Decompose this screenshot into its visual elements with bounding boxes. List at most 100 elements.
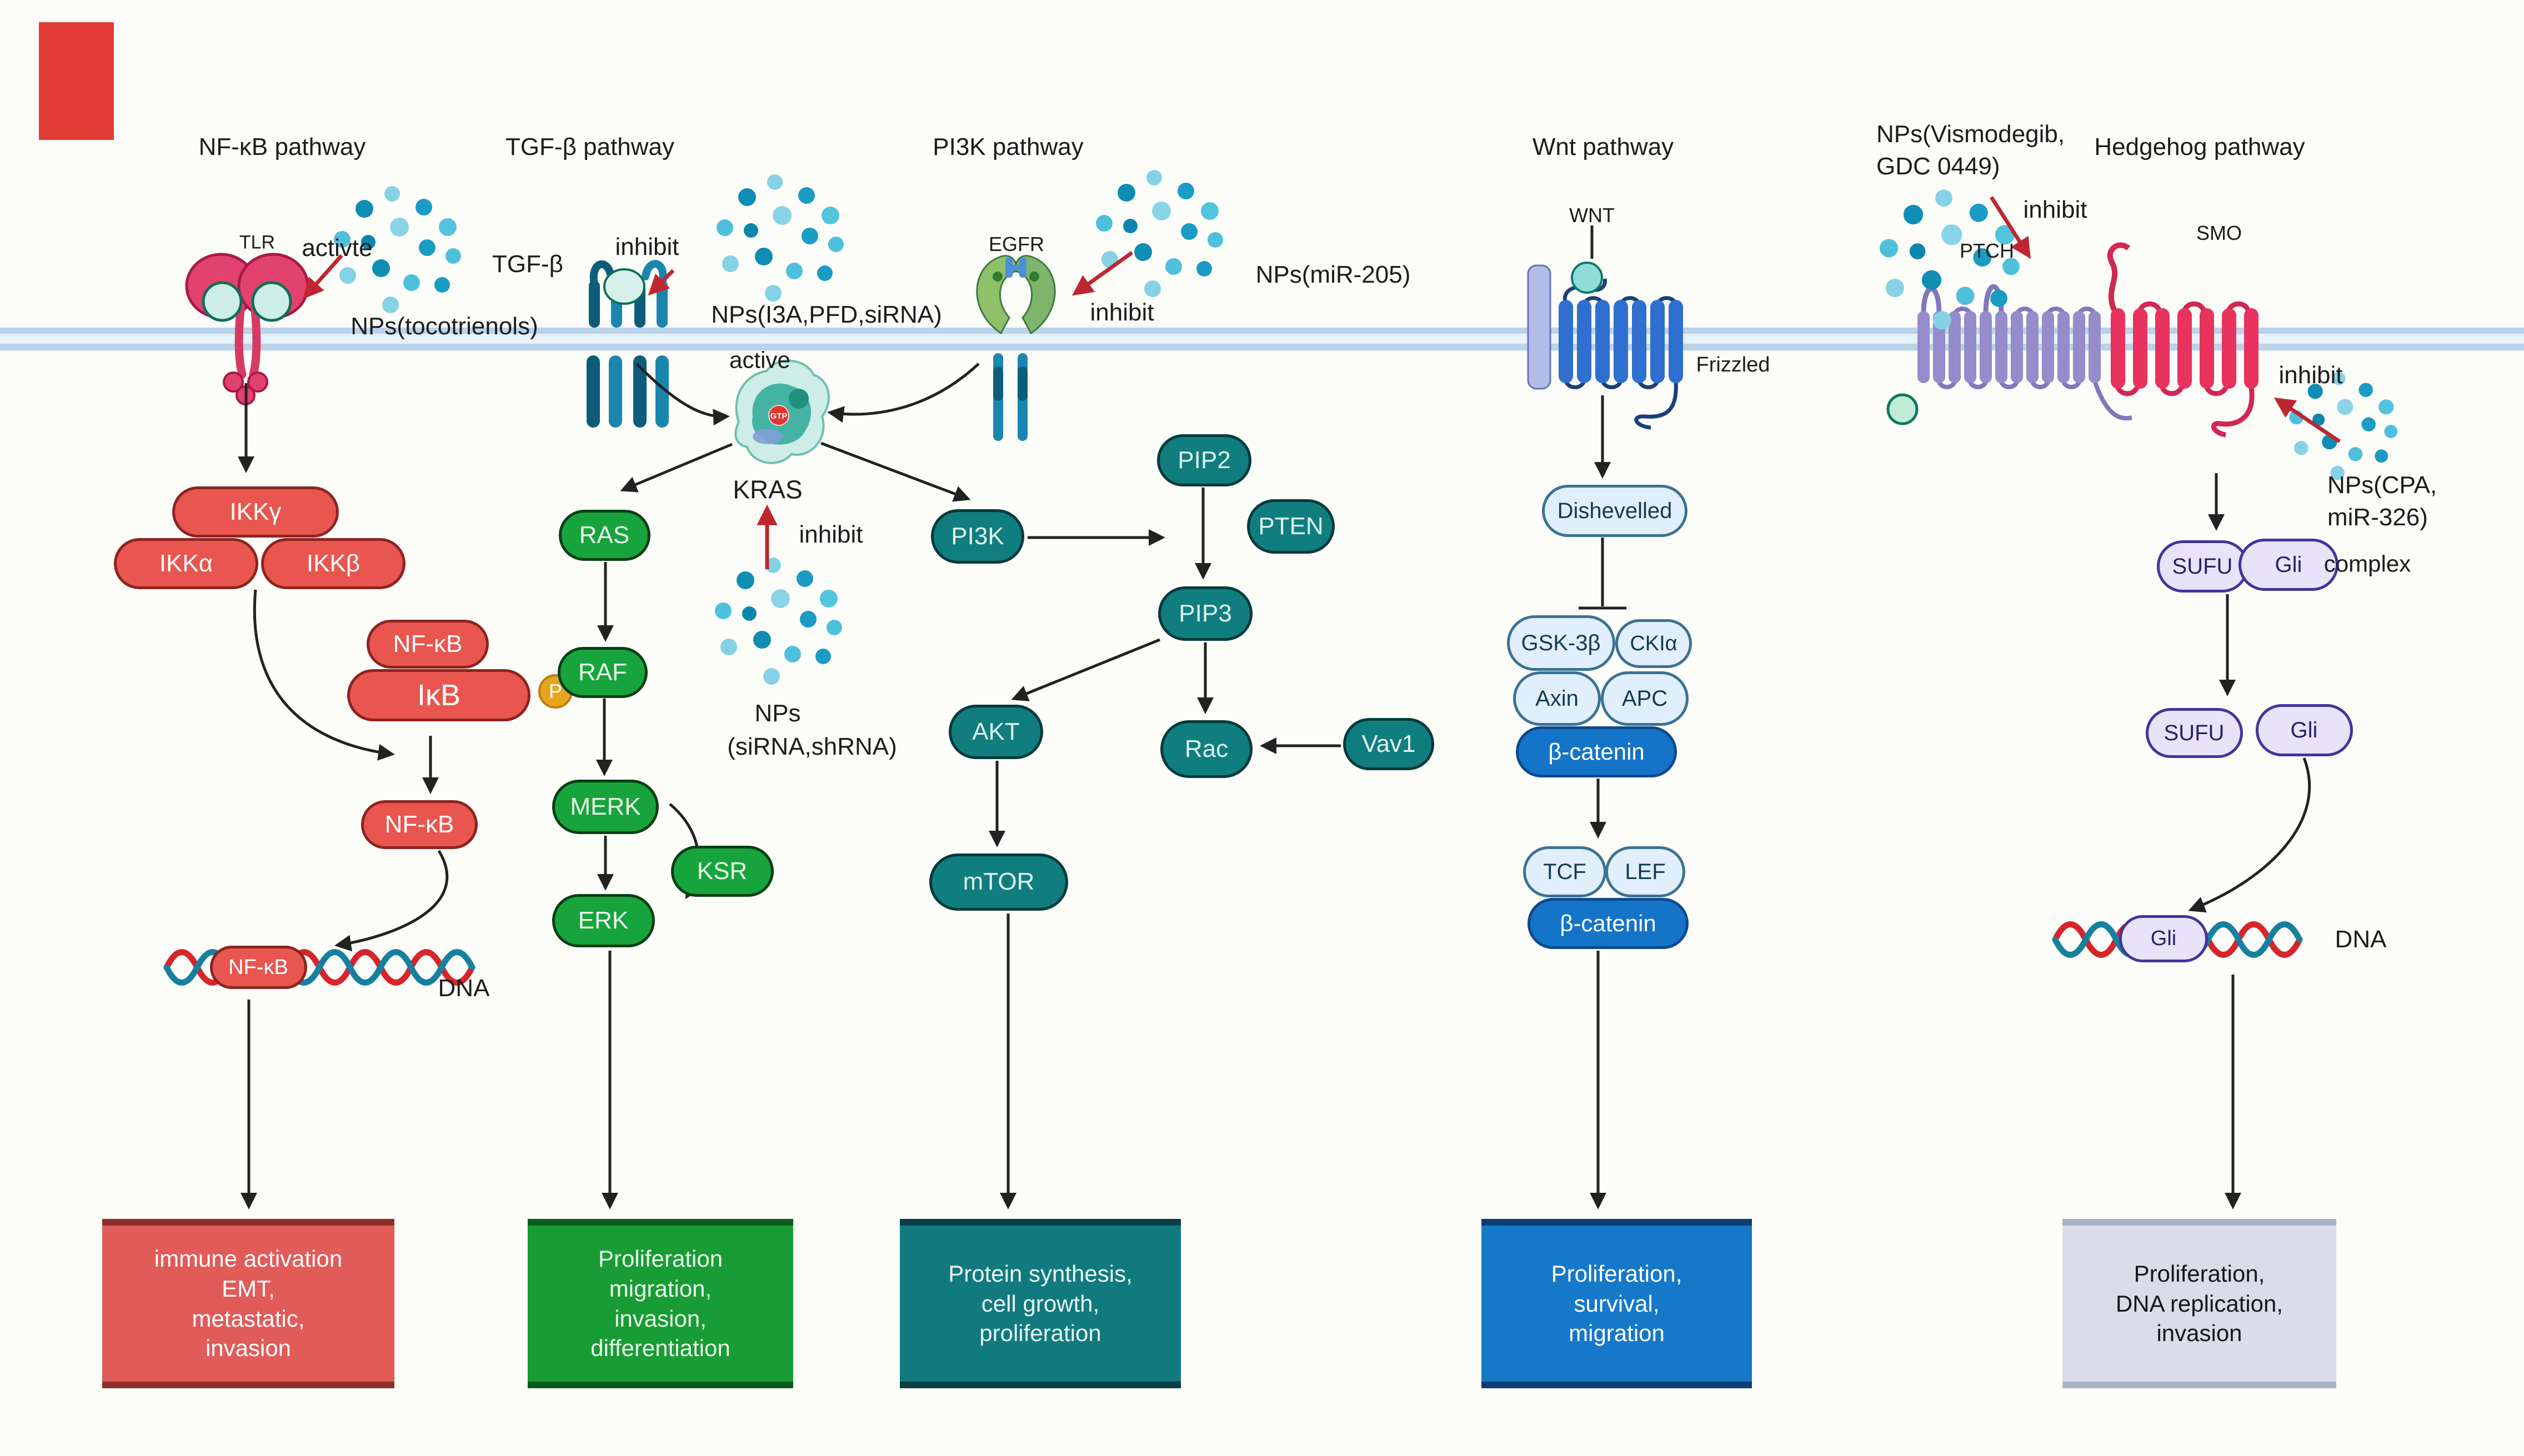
tgf-beta-receptor-icon: [587, 260, 669, 428]
inhibit-smo-red-arrow: [2273, 397, 2341, 443]
beta-catenin-node-1: β-catenin: [1516, 726, 1677, 777]
pathway-title-hedgehog: Hedgehog pathway: [2094, 133, 2305, 160]
np-cluster-mir205: [1096, 170, 1223, 297]
ras-node: RAS: [558, 510, 650, 561]
ikk-beta-node: IKKβ: [261, 538, 405, 589]
outcome-text-hedgehog: Proliferation, DNA replication, invasion: [2115, 1260, 2283, 1347]
nfkb-free-node: NF-κB: [361, 800, 478, 849]
pathway-title-pi3k: PI3K pathway: [933, 133, 1084, 160]
raf-node: RAF: [558, 647, 648, 698]
gli-to-dna-curve: [2188, 757, 2311, 913]
ikk-to-nfkb-curve: [253, 589, 395, 761]
nfkb-to-dna-curve: [334, 850, 449, 952]
apc-node: APC: [1601, 671, 1689, 726]
nps-mir205-label: NPs(miR-205): [1255, 260, 1411, 288]
axin-node: Axin: [1513, 671, 1601, 726]
sufu-free-node: SUFU: [2145, 708, 2243, 758]
smo-receptor-icon: [2107, 242, 2258, 438]
gsk3b-node: GSK-3β: [1506, 615, 1615, 671]
wnt-ligand-label: WNT: [1569, 204, 1615, 227]
pathway-title-wnt: Wnt pathway: [1532, 133, 1674, 160]
dishevelled-node: Dishevelled: [1542, 485, 1687, 537]
gli-free-node: Gli: [2255, 704, 2353, 756]
journal-logo-mark: [39, 22, 114, 140]
nps-cpa-mir326-label: NPs(CPA, miR-326): [2327, 471, 2437, 531]
pi3k-node: PI3K: [931, 509, 1024, 564]
akt-node: AKT: [949, 705, 1043, 759]
inhibit-egfr-label: inhibit: [1090, 298, 1154, 326]
np-cluster-tocotrienols: [334, 186, 461, 313]
frizzled-label: Frizzled: [1696, 353, 1770, 376]
pip3-to-akt: [1011, 638, 1160, 701]
pathway-title-nfkb: NF-κB pathway: [198, 133, 366, 160]
ckia-node: CKIα: [1615, 619, 1692, 668]
inhibit-smo-label: inhibit: [2278, 361, 2343, 389]
np-cluster-sirna-shrna: [715, 558, 842, 685]
outcome-text-nfkb: immune activation EMT, metastatic, invas…: [154, 1246, 343, 1362]
kras-protein-icon: [734, 359, 830, 464]
tgf-beta-ligand-label: TGF-β: [492, 250, 563, 278]
smo-label: SMO: [2196, 222, 2242, 245]
gtp-label: GTP: [770, 411, 788, 421]
pten-node: PTEN: [1247, 499, 1335, 554]
tlr-label: TLR: [239, 232, 276, 253]
nfkb-complex-node: NF-κB: [367, 620, 489, 669]
ptch-receptor-icon: [1886, 284, 2132, 425]
kras-label: KRAS: [733, 475, 803, 504]
vav1-node: Vav1: [1343, 718, 1434, 770]
pathway-title-tgfb: TGF-β pathway: [505, 133, 675, 160]
erk-node: ERK: [552, 894, 655, 947]
kras-to-ras: [620, 443, 733, 493]
np-cluster-i3a-pfd-sirna: [717, 174, 844, 302]
complex-label: complex: [2323, 550, 2411, 577]
egfr-label: EGFR: [988, 233, 1045, 256]
mtor-node: mTOR: [929, 853, 1068, 911]
ikb-node: IκB: [347, 669, 530, 721]
outcome-box-tgfb: Proliferation migration, invasion, diffe…: [528, 1219, 793, 1388]
nps-vismodegib-label: NPs(Vismodegib, GDC 0449): [1876, 121, 2065, 180]
dna-label-hh: DNA: [2335, 925, 2387, 953]
frizzled-receptor-icon: [1527, 262, 1683, 430]
inhibit-egfr-red-arrow: [1071, 251, 1134, 296]
outcome-box-nfkb: immune activation EMT, metastatic, invas…: [102, 1219, 394, 1388]
cell-membrane: [0, 325, 2524, 352]
egfr-to-kras-curve: [827, 363, 980, 423]
merk-node: MERK: [552, 780, 659, 834]
kras-to-pi3k: [820, 441, 971, 502]
inhibit-ptch-label: inhibit: [2023, 195, 2087, 223]
outcome-text-wnt: Proliferation, survival, migration: [1551, 1260, 1682, 1347]
tcf-node: TCF: [1523, 846, 1606, 897]
tlr-receptor-icon: [185, 253, 309, 405]
tgfr-to-kras-curve: [635, 363, 730, 426]
inhibit-kras-label: inhibit: [799, 520, 863, 548]
ksr-node: KSR: [670, 846, 774, 897]
pip3-node: PIP3: [1158, 586, 1253, 641]
active-label: active: [729, 347, 790, 373]
activte-label: activte: [302, 234, 373, 262]
outcome-box-wnt: Proliferation, survival, migration: [1481, 1219, 1752, 1388]
nps-sirna-shrna-label-line2: (siRNA,shRNA): [727, 732, 897, 760]
inhibit-ptch-red-arrow: [1990, 196, 2031, 259]
outcome-text-tgfb: Proliferation migration, invasion, diffe…: [590, 1246, 730, 1362]
beta-catenin-node-2: β-catenin: [1528, 898, 1689, 949]
outcome-box-pi3k: Protein synthesis, cell growth, prolifer…: [900, 1219, 1181, 1388]
nps-i3a-pfd-sirna-label: NPs(I3A,PFD,siRNA): [711, 300, 942, 328]
nps-tocotrienols-label: NPs(tocotrienols): [350, 312, 538, 340]
rac-node: Rac: [1160, 720, 1253, 778]
pip2-node: PIP2: [1157, 434, 1251, 486]
inhibit-tgf-red-arrow: [648, 269, 675, 296]
ptch-label: PTCH: [1960, 239, 2014, 263]
egfr-receptor-icon: [976, 255, 1056, 441]
nfkb-dna-node: NF-κB: [209, 946, 307, 989]
gli-complex-node: Gli: [2238, 539, 2338, 591]
inhibit-tgf-label: inhibit: [615, 233, 679, 260]
lef-node: LEF: [1605, 846, 1685, 897]
dna-label-nfkb: DNA: [438, 974, 490, 1002]
sufu-complex-node: SUFU: [2156, 540, 2248, 593]
ikk-gamma-node: IKKγ: [172, 486, 339, 538]
ikk-alpha-node: IKKα: [114, 538, 258, 589]
nanoparticle-clusters: [334, 170, 2398, 685]
outcome-box-hedgehog: Proliferation, DNA replication, invasion: [2062, 1219, 2336, 1388]
